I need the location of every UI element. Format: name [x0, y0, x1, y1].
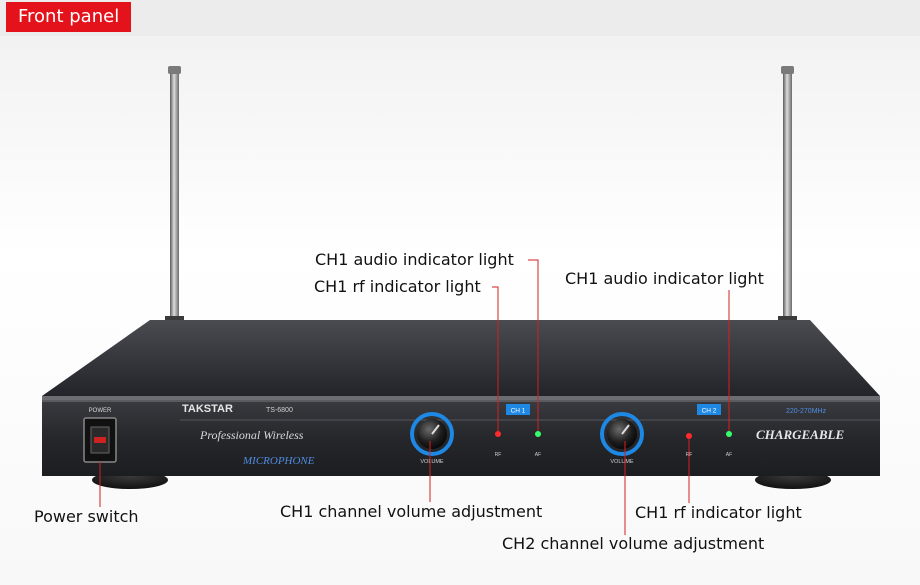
ch1-volume-label: VOLUME: [420, 459, 444, 465]
ch2-rf-led: [686, 433, 692, 439]
ch1-af-label: AF: [535, 452, 541, 458]
callout-ch2-rf-light: CH1 rf indicator light: [635, 503, 802, 522]
right-antenna: [778, 66, 797, 324]
left-antenna: [165, 66, 184, 324]
svg-text:CH 2: CH 2: [702, 408, 717, 415]
ch2-af-label: AF: [726, 452, 732, 458]
callout-ch1-rf-light: CH1 rf indicator light: [314, 277, 481, 296]
product-photo-background: [0, 36, 920, 585]
model-number: TS-6800: [266, 407, 293, 414]
ch2-volume-label: VOLUME: [610, 459, 634, 465]
leader-ch1-rf: [492, 286, 499, 431]
chargeable-text: CHARGEABLE: [756, 427, 844, 442]
ch2-tag: [697, 404, 721, 415]
lid-edge: [42, 396, 880, 401]
ch1-volume-knob[interactable]: [410, 412, 454, 456]
leader-ch1-audio: [528, 259, 539, 431]
ch2-volume-knob[interactable]: [600, 412, 644, 456]
tagline-text: Professional Wireless: [199, 428, 304, 442]
front-panel: [42, 400, 880, 476]
frequency-text: 220-270MHz: [786, 408, 827, 415]
brand-logo: TAKSTAR: [182, 403, 233, 415]
ch2-af-led: [726, 431, 732, 437]
microphone-text: MICROPHONE: [242, 455, 315, 467]
callout-power-switch: Power switch: [34, 507, 139, 526]
ch1-tag: [506, 404, 530, 415]
header-bar: [0, 0, 920, 36]
callout-ch2-audio-light: CH1 audio indicator light: [565, 269, 764, 288]
svg-text:CH 1: CH 1: [511, 408, 526, 415]
callout-ch2-volume: CH2 channel volume adjustment: [502, 534, 765, 553]
callout-ch1-volume: CH1 channel volume adjustment: [280, 502, 543, 521]
ch1-af-led: [535, 431, 541, 437]
leader-lines: [99, 259, 730, 535]
receiver-top-lid: [42, 320, 880, 396]
callout-ch1-audio-light: CH1 audio indicator light: [315, 250, 514, 269]
ch1-rf-label: RF: [495, 452, 502, 458]
power-label: POWER: [89, 408, 112, 414]
ch1-rf-led: [495, 431, 501, 437]
page-title: Front panel: [6, 2, 132, 32]
